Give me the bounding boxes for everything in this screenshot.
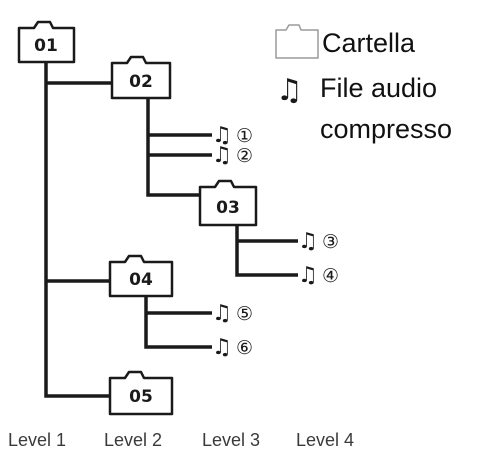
folder-icon [198,179,258,227]
connector-04-trunk [144,296,212,349]
level-label-2: Level 2 [104,430,162,450]
music-note-icon: ♫ [298,263,318,288]
folder-label-01: 01 [34,36,58,56]
file-number-3: ③ [322,231,339,253]
level-label-1: Level 1 [8,430,66,450]
folder-label-03: 03 [216,198,240,218]
folder-label-02: 02 [129,72,153,92]
level-label-4: Level 4 [296,430,354,450]
folder-icon [108,254,174,298]
music-note-icon: ♫ [212,301,232,326]
legend-audio-label-line1: File audio [320,73,437,103]
file-number-1: ① [236,125,253,147]
legend-folder-label: Cartella [322,28,416,58]
file-number-2: ② [236,145,253,167]
legend-audio-label-line2: compresso [320,114,452,144]
audio-file-1: ♫ ① [212,123,253,148]
folder-label-05: 05 [129,387,153,407]
music-note-icon: ♫ [298,229,318,254]
file-number-6: ⑥ [236,337,253,359]
legend-music-note-icon: ♫ [276,73,303,108]
folder-icon [17,20,76,64]
folder-label-04: 04 [129,270,153,290]
music-note-icon: ♫ [212,335,232,360]
folder-04: 04 [108,254,174,298]
folder-01: 01 [17,20,76,64]
folder-02: 02 [110,55,172,100]
connector-02-trunk [146,98,200,197]
legend: Cartella ♫ File audio compresso [275,24,452,144]
level-label-3: Level 3 [202,430,260,450]
audio-file-4: ♫ ④ [298,263,339,288]
file-number-5: ⑤ [236,303,253,325]
music-note-icon: ♫ [212,123,232,148]
legend-folder-icon [275,24,319,59]
audio-file-2: ♫ ② [212,143,253,168]
audio-file-6: ♫ ⑥ [212,335,253,360]
connector-03-trunk [235,225,298,277]
audio-file-3: ♫ ③ [298,229,339,254]
audio-file-5: ♫ ⑤ [212,301,253,326]
folder-03: 03 [198,179,258,227]
level-labels: Level 1 Level 2 Level 3 Level 4 [8,430,354,450]
connector-root-trunk [44,62,110,398]
music-note-icon: ♫ [212,143,232,168]
tree-connectors [44,62,298,398]
folder-05: 05 [108,370,174,416]
folder-icon [110,55,172,100]
file-number-4: ④ [322,265,339,287]
folder-icon [108,370,174,416]
